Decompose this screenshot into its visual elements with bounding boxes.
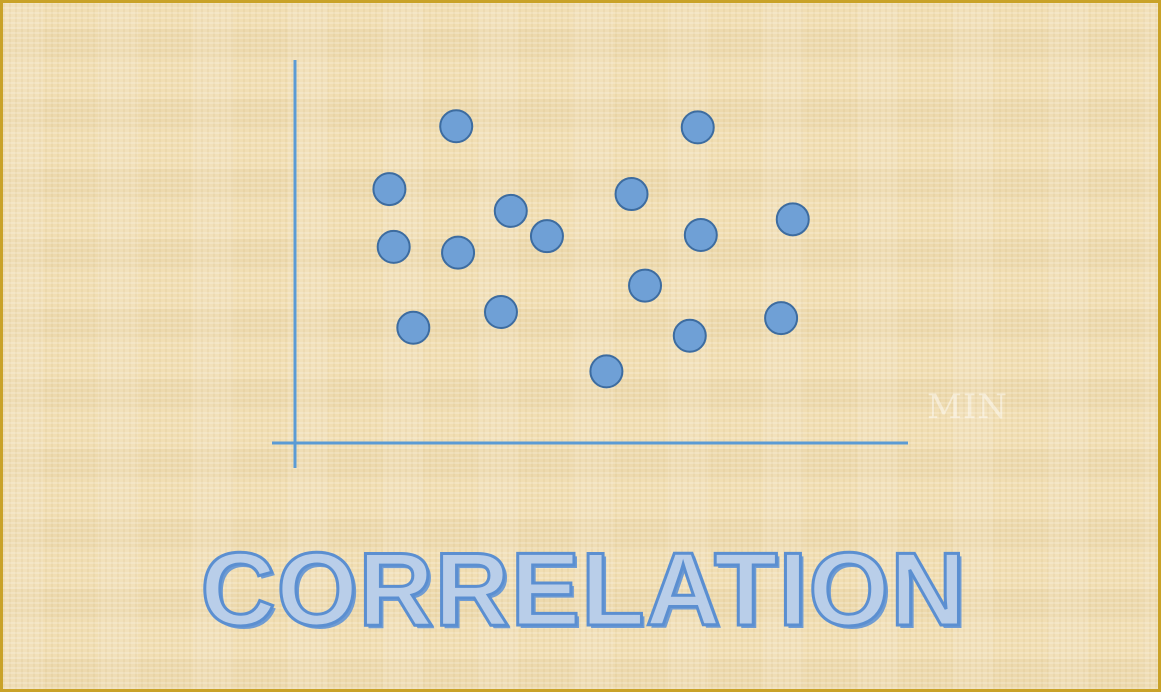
scatter-point [376,229,411,264]
scatter-point [439,109,474,144]
scatter-point [589,354,624,389]
scatter-point [683,218,718,253]
scatter-point [672,318,707,353]
chart-points [372,109,810,389]
watermark-text: MIN [927,387,1008,427]
scatter-point [614,177,649,212]
scatter-point [483,295,518,330]
scatter-point [680,110,715,145]
scatter-point [493,193,528,228]
scatter-point [775,202,810,237]
chart-axes [272,60,908,468]
scatter-chart [272,60,908,468]
scatter-point [441,235,476,270]
scatter-point [529,219,564,254]
scatter-point [628,268,663,303]
scatter-point [396,310,431,345]
scatter-point [372,172,407,207]
slide-title: CORRELATION [199,532,967,648]
scatter-point [764,301,799,336]
